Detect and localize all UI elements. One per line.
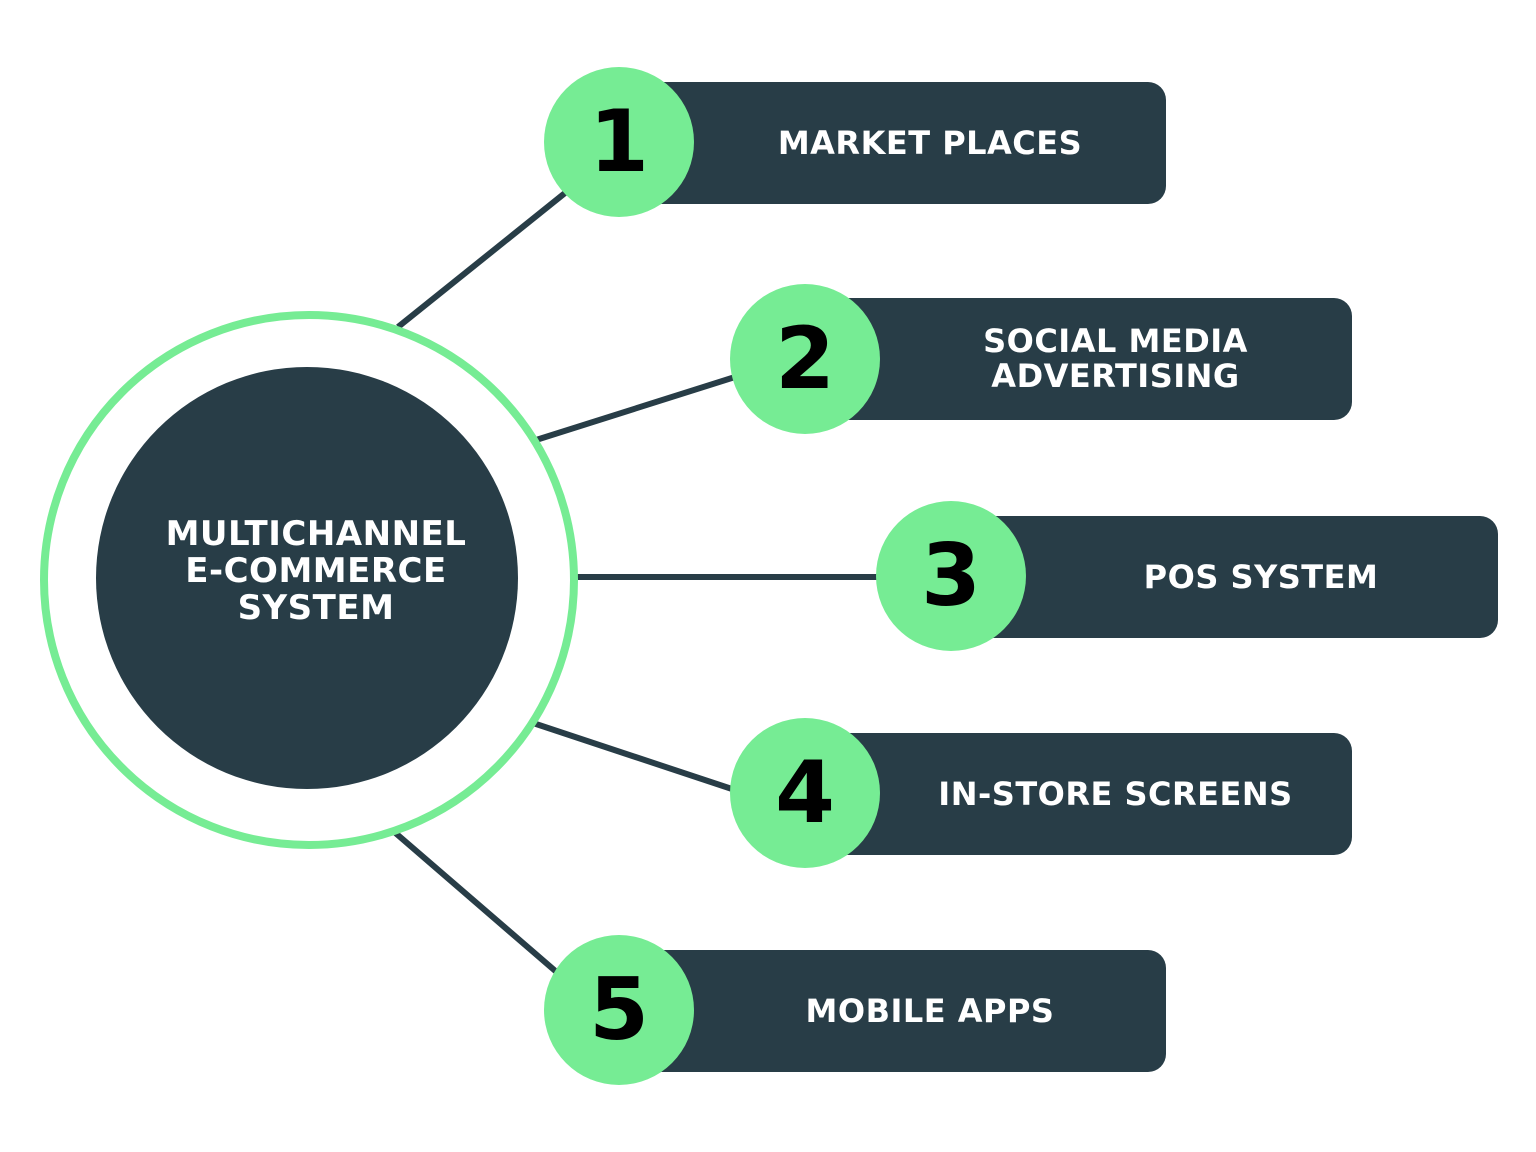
channel-pill-2: SOCIAL MEDIA ADVERTISING <box>805 298 1352 420</box>
connector-line-2 <box>535 374 736 443</box>
channel-label-line: MARKET PLACES <box>777 123 1083 162</box>
channel-label-line: IN-STORE SCREENS <box>938 774 1293 813</box>
hub-label-line: MULTICHANNEL <box>165 514 467 554</box>
channel-pill-5: MOBILE APPS <box>620 950 1166 1072</box>
channel-label-5: MOBILE APPS <box>732 991 1055 1030</box>
channel-number: 2 <box>775 309 835 409</box>
channel-pill-1: MARKET PLACES <box>620 82 1166 204</box>
channel-number-badge-5: 5 <box>544 935 694 1085</box>
connector-line-4 <box>529 719 736 793</box>
channel-label-3: POS SYSTEM <box>1070 557 1379 596</box>
channel-label-line: POS SYSTEM <box>1143 557 1379 596</box>
channel-number-badge-1: 1 <box>544 67 694 217</box>
channel-label-1: MARKET PLACES <box>704 123 1083 162</box>
channel-label-4: IN-STORE SCREENS <box>864 774 1293 813</box>
channel-label-line: SOCIAL MEDIA <box>983 322 1248 360</box>
hub-label: MULTICHANNEL E-COMMERCE SYSTEM <box>110 516 522 627</box>
channel-number-badge-2: 2 <box>730 284 880 434</box>
channel-number-badge-4: 4 <box>730 718 880 868</box>
channel-number: 4 <box>775 743 835 843</box>
channel-label-line: MOBILE APPS <box>805 991 1055 1030</box>
channel-label-2: SOCIAL MEDIA ADVERTISING <box>909 324 1248 394</box>
channel-pill-4: IN-STORE SCREENS <box>805 733 1352 855</box>
channel-number-badge-3: 3 <box>876 501 1026 651</box>
channel-label-line: ADVERTISING <box>991 357 1240 395</box>
channel-number: 3 <box>921 526 981 626</box>
connector-line-1 <box>396 190 567 330</box>
hub-label-line: SYSTEM <box>237 588 395 628</box>
channel-number: 1 <box>589 92 649 192</box>
hub-label-line: E-COMMERCE <box>185 551 447 591</box>
hub-circle <box>96 367 518 789</box>
connector-line-5 <box>390 827 562 978</box>
channel-number: 5 <box>589 960 649 1060</box>
channel-pill-3: POS SYSTEM <box>950 516 1498 638</box>
